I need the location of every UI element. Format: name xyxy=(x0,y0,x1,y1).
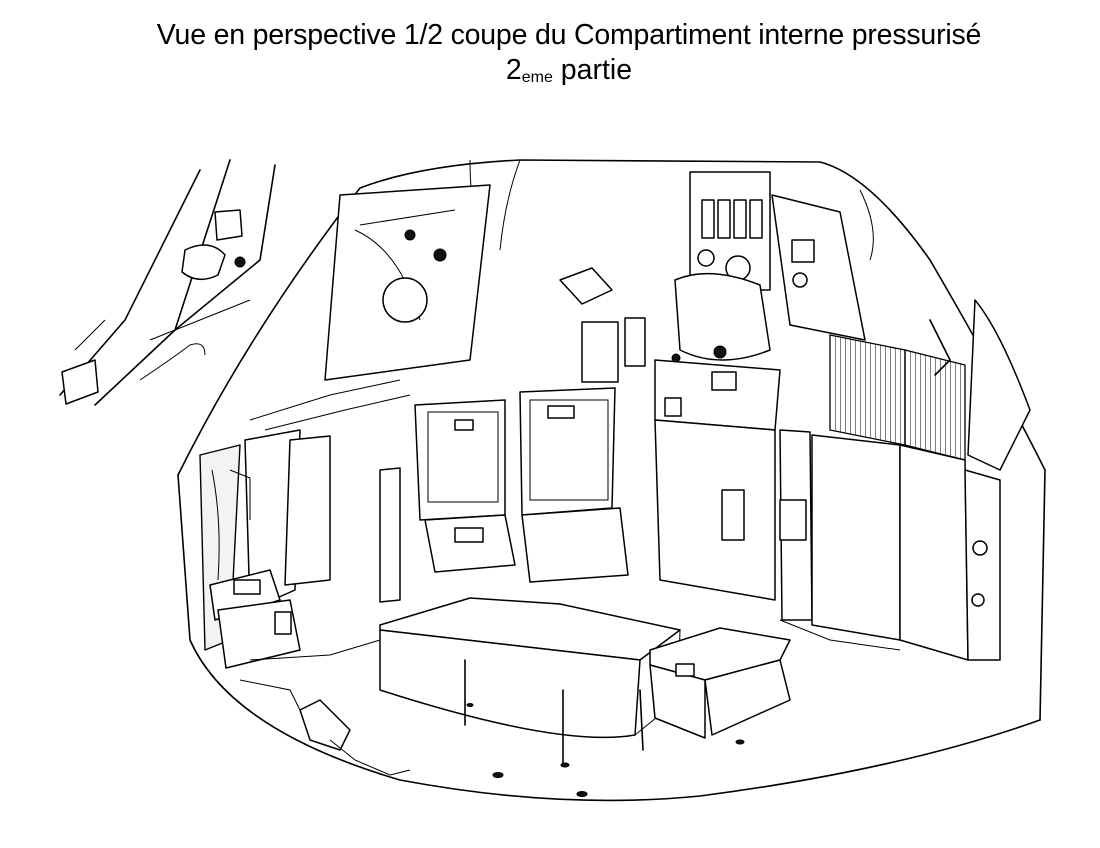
diagram-title: Vue en perspective 1/2 coupe du Comparti… xyxy=(156,19,982,51)
floor-fasteners xyxy=(467,704,744,797)
title-block: Vue en perspective 1/2 coupe du Comparti… xyxy=(0,18,1100,96)
upper-left-console xyxy=(250,185,490,602)
left-wall-equipment xyxy=(200,430,300,668)
subtitle-number: 2 xyxy=(505,54,522,86)
diagram-subtitle: 2eme partie xyxy=(0,52,1100,96)
floor-stowage-box xyxy=(380,598,680,765)
detached-hatch-panel xyxy=(60,160,275,405)
right-side-panels xyxy=(780,300,1030,660)
central-lockers xyxy=(415,268,645,582)
subtitle-suffix: eme xyxy=(521,69,553,86)
subtitle-word: partie xyxy=(560,54,633,86)
lower-left-floor-detail xyxy=(240,640,410,775)
main-display-console xyxy=(655,172,865,600)
floor-equipment-crate xyxy=(650,628,790,738)
